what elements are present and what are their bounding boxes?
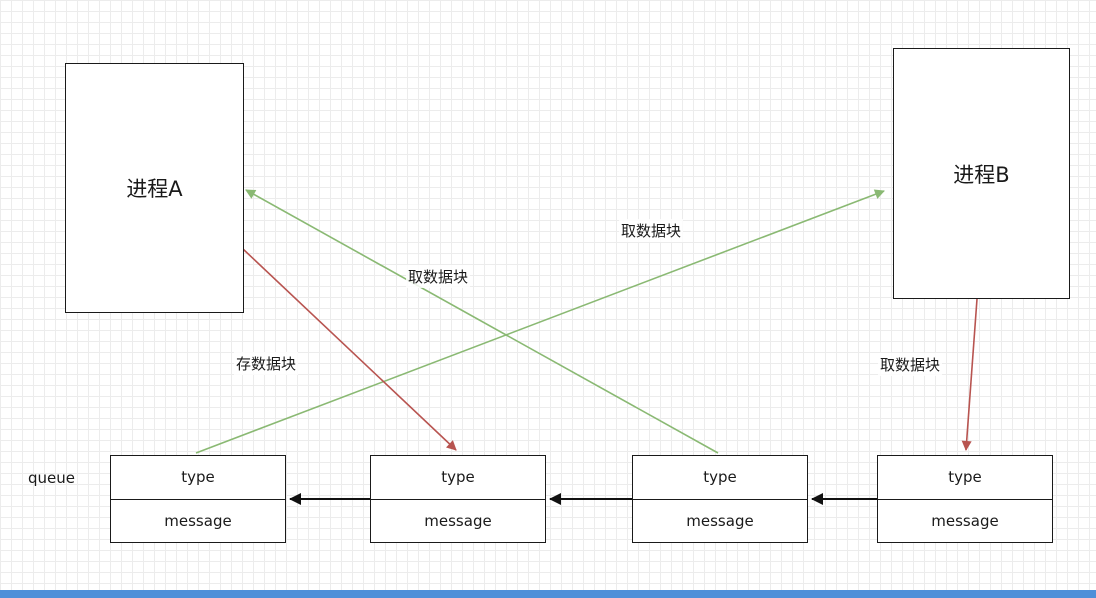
label-take-data-b: 取数据块 — [878, 353, 943, 376]
queue-node-1: type message — [110, 455, 286, 543]
process-b-label: 进程B — [953, 162, 1010, 187]
horizontal-scrollbar-thumb[interactable] — [0, 590, 1096, 598]
queue-node-4-message: message — [931, 511, 999, 530]
queue-node-1-type: type — [111, 456, 285, 500]
queue-node-3: type message — [632, 455, 808, 543]
process-b-box: 进程B — [893, 48, 1070, 299]
queue-node-3-type: type — [633, 456, 807, 500]
label-take-data-to-a: 取数据块 — [406, 265, 471, 288]
queue-node-4-type: type — [878, 456, 1052, 500]
label-take-data-to-b: 取数据块 — [619, 219, 684, 242]
queue-node-3-message: message — [686, 511, 754, 530]
arrow-queue1-to-process-b — [195, 189, 885, 454]
queue-node-4: type message — [877, 455, 1053, 543]
queue-node-1-message: message — [164, 511, 232, 530]
queue-node-2: type message — [370, 455, 546, 543]
arrow-process-b-to-queue4 — [961, 298, 978, 451]
queue-label: queue — [28, 469, 75, 487]
process-a-label: 进程A — [126, 177, 183, 201]
label-store-data: 存数据块 — [234, 352, 299, 375]
queue-node-2-type: type — [371, 456, 545, 500]
queue-node-2-message: message — [424, 511, 492, 530]
process-a-box: 进程A — [65, 63, 244, 313]
